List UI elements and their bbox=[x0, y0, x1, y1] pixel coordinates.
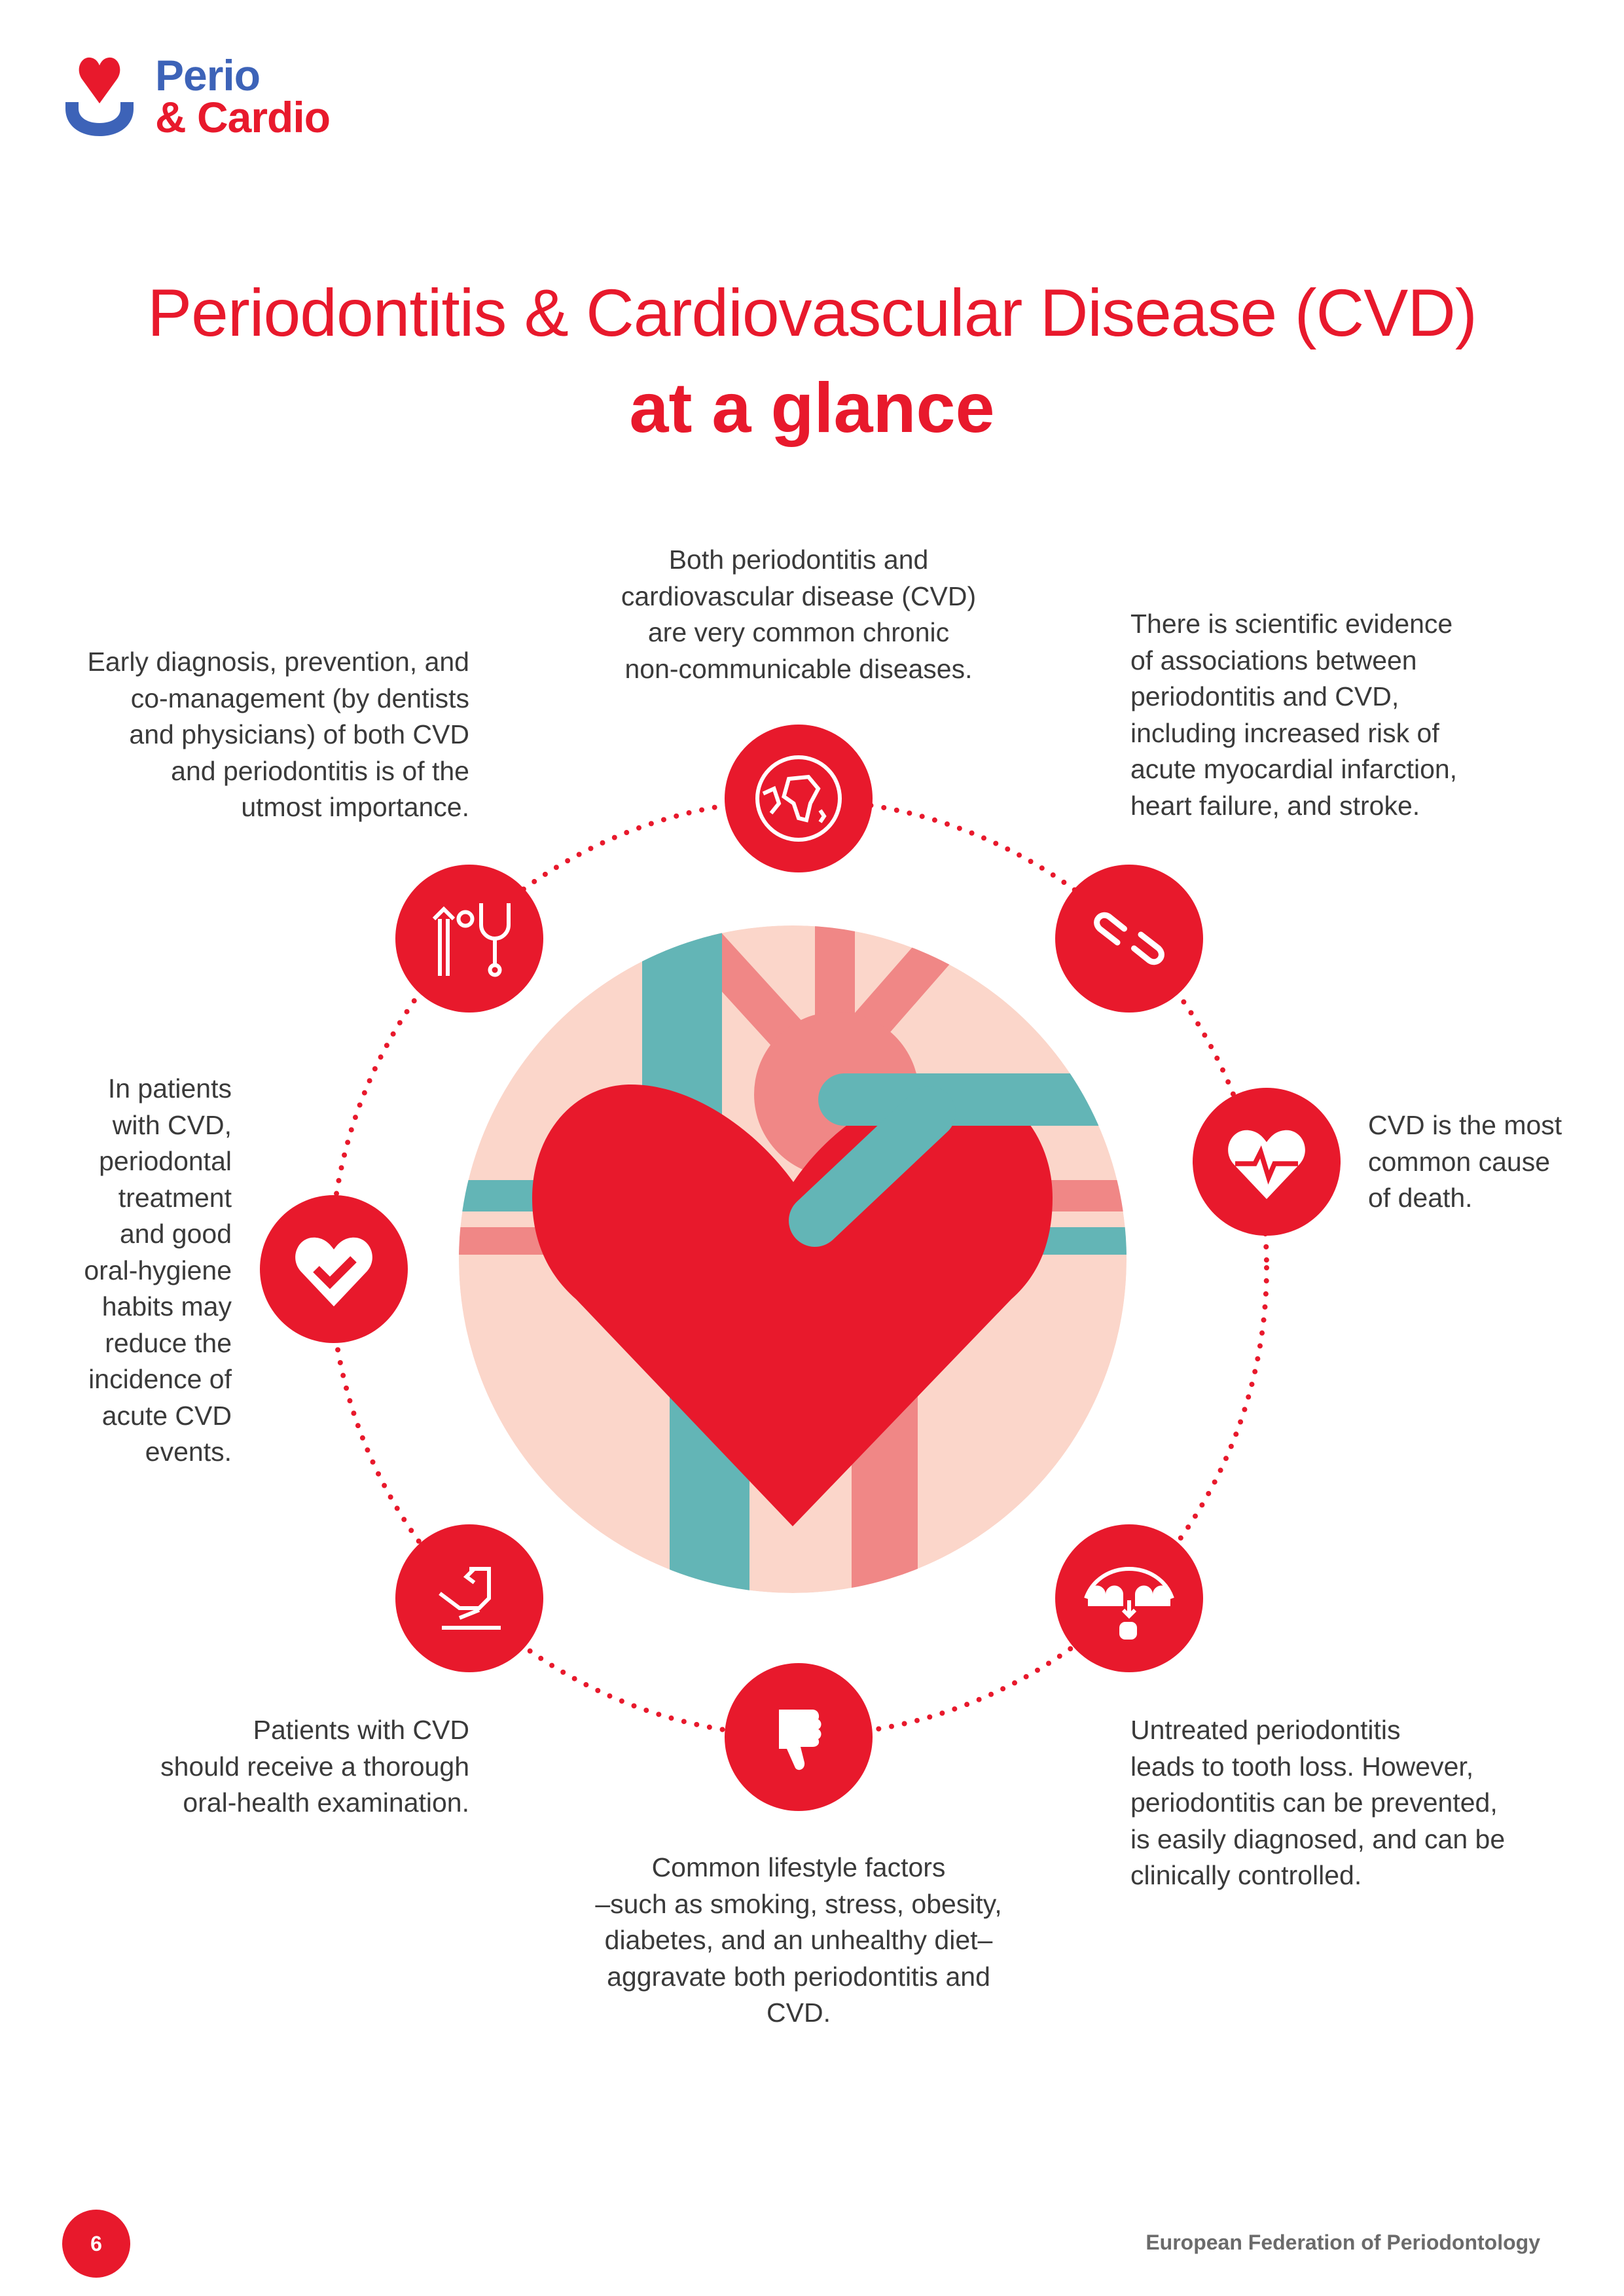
fact-line: treatment bbox=[118, 1182, 232, 1213]
logo: Perio & Cardio bbox=[60, 52, 335, 144]
fact-line: common cause bbox=[1368, 1146, 1551, 1177]
teeth-icon bbox=[1055, 1524, 1203, 1672]
page-number: 6 bbox=[62, 2210, 130, 2278]
heart-pulse-icon bbox=[1193, 1088, 1341, 1236]
page-title: Periodontitis & Cardiovascular Disease (… bbox=[147, 276, 1477, 350]
fact-line: oral-health examination. bbox=[183, 1787, 469, 1818]
fact-top-right: There is scientific evidence of associati… bbox=[1130, 606, 1457, 824]
link-icon bbox=[1055, 865, 1203, 1013]
fact-line: should receive a thorough bbox=[160, 1751, 469, 1782]
fact-line: of associations between bbox=[1130, 645, 1417, 675]
page-subtitle: at a glance bbox=[629, 368, 995, 447]
logo-perio: Perio bbox=[155, 51, 261, 99]
globe-icon bbox=[725, 725, 873, 872]
fact-bottom-left: Patients with CVD should receive a thorou… bbox=[160, 1712, 469, 1821]
fact-line: Early diagnosis, prevention, and bbox=[87, 647, 469, 677]
dental-chair-icon bbox=[395, 1524, 543, 1672]
fact-line: events. bbox=[145, 1437, 232, 1467]
fact-top: Both periodontitis and cardiovascular dis… bbox=[537, 542, 1060, 687]
fact-line: and good bbox=[119, 1219, 232, 1249]
fact-line: periodontitis can be prevented, bbox=[1130, 1787, 1498, 1818]
fact-line: leads to tooth loss. However, bbox=[1130, 1751, 1474, 1782]
fact-line: reduce the bbox=[105, 1327, 232, 1358]
fact-line: periodontal bbox=[99, 1146, 232, 1176]
fact-line: Patients with CVD bbox=[253, 1715, 469, 1745]
fact-right: CVD is the most common cause of death. bbox=[1368, 1107, 1562, 1217]
fact-line: acute myocardial infarction, bbox=[1130, 754, 1458, 784]
fact-line: diabetes, and an unhealthy diet– bbox=[604, 1925, 993, 1955]
fact-line: are very common chronic bbox=[647, 617, 950, 647]
fact-line: utmost importance. bbox=[241, 792, 469, 822]
fact-bottom: Common lifestyle factors –such as smoking… bbox=[537, 1850, 1060, 2032]
logo-mark-icon bbox=[65, 57, 134, 136]
fact-line: oral-hygiene bbox=[84, 1255, 232, 1285]
thumbs-down-icon bbox=[725, 1663, 873, 1811]
fact-line: and periodontitis is of the bbox=[171, 755, 469, 786]
fact-line: co-management (by dentists bbox=[130, 683, 469, 713]
fact-line: incidence of bbox=[88, 1364, 232, 1394]
fact-line: non-communicable diseases. bbox=[624, 653, 973, 684]
vein-hook-diagonal bbox=[789, 1086, 956, 1247]
fact-line: of death. bbox=[1368, 1183, 1473, 1213]
fact-bottom-right: Untreated periodontitis leads to tooth lo… bbox=[1130, 1712, 1505, 1894]
fact-line: acute CVD bbox=[101, 1400, 232, 1431]
fact-line: clinically controlled. bbox=[1130, 1860, 1362, 1890]
fact-line: In patients bbox=[107, 1073, 232, 1103]
fact-line: is easily diagnosed, and can be bbox=[1130, 1823, 1506, 1854]
fact-line: Common lifestyle factors bbox=[651, 1852, 946, 1882]
footer-organization: European Federation of Periodontology bbox=[1146, 2231, 1540, 2254]
heart-check-icon bbox=[260, 1195, 408, 1343]
fact-line: and physicians) of both CVD bbox=[129, 719, 469, 749]
fact-line: periodontitis and CVD, bbox=[1130, 681, 1399, 711]
fact-line: There is scientific evidence bbox=[1130, 609, 1453, 639]
fact-line: –such as smoking, stress, obesity, bbox=[595, 1888, 1002, 1919]
fact-line: habits may bbox=[101, 1291, 232, 1321]
fact-line: cardiovascular disease (CVD) bbox=[621, 581, 977, 611]
fact-line: heart failure, and stroke. bbox=[1130, 790, 1420, 821]
heart-shape bbox=[532, 1084, 1053, 1526]
fact-top-left: Early diagnosis, prevention, and co-manag… bbox=[88, 644, 469, 826]
fact-line: Untreated periodontitis bbox=[1130, 1715, 1401, 1745]
fact-line: CVD is the most bbox=[1368, 1110, 1562, 1140]
stethoscope-icon bbox=[395, 865, 543, 1013]
fact-line: Both periodontitis and bbox=[668, 545, 929, 575]
fact-line: with CVD, bbox=[112, 1109, 232, 1140]
fact-left: In patients with CVD, periodontal treatment… bbox=[84, 1071, 232, 1471]
fact-line: including increased risk of bbox=[1130, 717, 1439, 748]
fact-line: aggravate both periodontitis and bbox=[607, 1961, 990, 1992]
logo-cardio: & Cardio bbox=[155, 93, 331, 141]
fact-line: CVD. bbox=[767, 1998, 831, 2028]
